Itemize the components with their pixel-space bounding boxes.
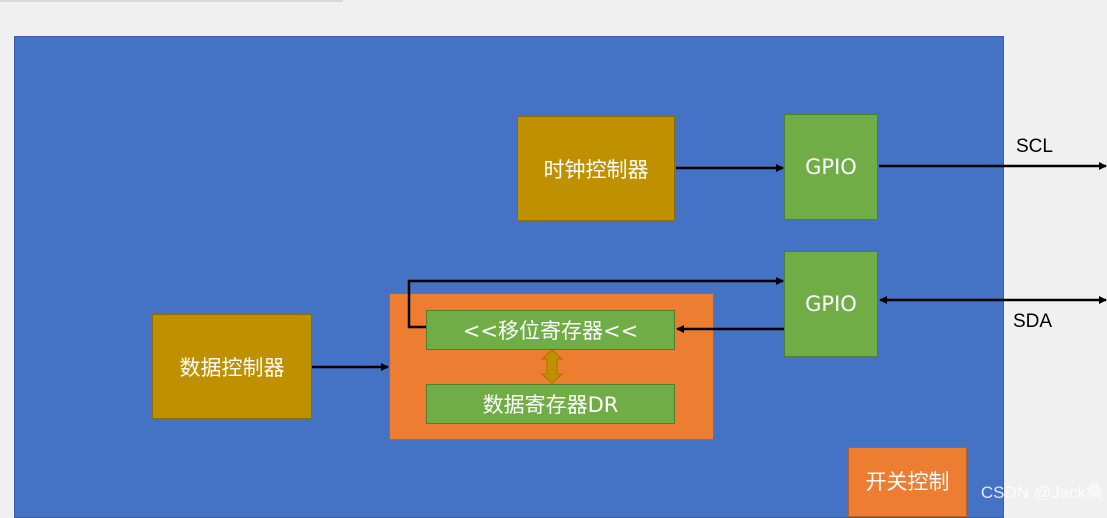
sda-label: SDA bbox=[1013, 311, 1053, 332]
top-divider bbox=[0, 0, 343, 2]
shift-register-block: <<移位寄存器<< bbox=[426, 310, 675, 350]
gpio-sda-block: GPIO bbox=[784, 251, 878, 357]
register-double-arrow bbox=[540, 349, 564, 384]
watermark: CSDN @Jack桑 bbox=[980, 483, 1103, 502]
gpio-scl-block: GPIO bbox=[784, 114, 878, 220]
data-controller-block: 数据控制器 bbox=[152, 314, 312, 419]
scl-label: SCL bbox=[1016, 136, 1053, 157]
data-register-block: 数据寄存器DR bbox=[426, 384, 675, 424]
switch-control-block: 开关控制 bbox=[848, 447, 967, 517]
shift-register-to-gpio-arrow bbox=[407, 277, 784, 329]
clock-controller-block: 时钟控制器 bbox=[517, 116, 675, 221]
